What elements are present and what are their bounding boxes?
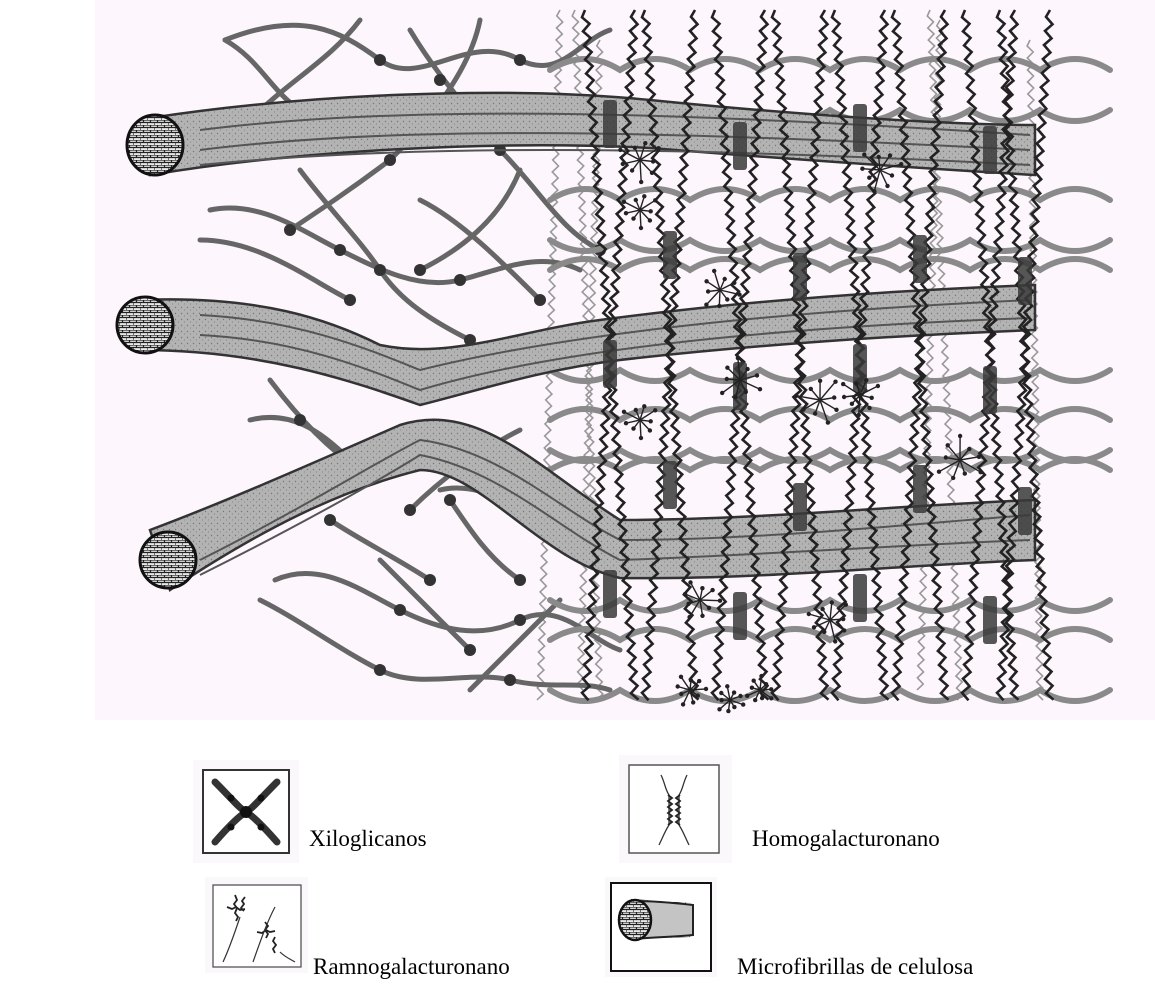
legend-label-xyloglucans: Xiloglicanos bbox=[309, 827, 427, 850]
hg-junction bbox=[733, 122, 747, 170]
xg-node bbox=[464, 644, 476, 656]
hg-junction bbox=[603, 100, 617, 148]
hg-junction bbox=[793, 253, 807, 301]
xg-node bbox=[394, 604, 406, 616]
hg-junction bbox=[603, 340, 617, 388]
hg-junction bbox=[853, 104, 867, 152]
hg-junction bbox=[663, 231, 677, 279]
legend-label-rhamnogalacturonan: Ramnogalacturonano bbox=[313, 955, 510, 978]
xg-node bbox=[444, 494, 456, 506]
legend-label-homogalacturonan: Homogalacturonano bbox=[752, 827, 940, 850]
xg-node bbox=[514, 54, 526, 66]
hg-junction bbox=[733, 362, 747, 410]
xg-node bbox=[374, 54, 386, 66]
xg-node bbox=[414, 264, 426, 276]
xg-node bbox=[374, 664, 386, 676]
xg-node bbox=[324, 514, 336, 526]
hg-junction bbox=[603, 570, 617, 618]
hg-junction bbox=[1018, 487, 1032, 535]
hg-junction bbox=[913, 235, 927, 283]
microfibril-end-top bbox=[127, 115, 183, 175]
xg-node bbox=[504, 674, 516, 686]
hg-junction bbox=[793, 483, 807, 531]
hg-junction bbox=[1018, 257, 1032, 305]
cell-wall-illustration bbox=[0, 0, 1155, 720]
xyloglucan-icon bbox=[193, 760, 299, 863]
xg-node bbox=[334, 244, 346, 256]
xg-node bbox=[344, 294, 356, 306]
hg-junction bbox=[853, 574, 867, 622]
hg-junction bbox=[913, 465, 927, 513]
hg-junction bbox=[983, 596, 997, 644]
xg-node bbox=[384, 154, 396, 166]
rhamnogalacturonan-icon bbox=[205, 877, 308, 973]
xg-node bbox=[454, 274, 466, 286]
xg-node bbox=[534, 294, 546, 306]
xg-node bbox=[284, 224, 296, 236]
hg-junction bbox=[663, 461, 677, 509]
xg-node bbox=[434, 74, 446, 86]
hg-junction bbox=[983, 126, 997, 174]
xg-node bbox=[374, 264, 386, 276]
xg-node bbox=[294, 414, 306, 426]
xg-node bbox=[404, 504, 416, 516]
microfibril-end-middle bbox=[117, 297, 173, 353]
cellulose-microfibril-icon bbox=[605, 877, 717, 977]
homogalacturonan-icon bbox=[619, 755, 732, 863]
xg-node bbox=[514, 614, 526, 626]
xg-node bbox=[514, 574, 526, 586]
legend-label-cellulose-microfibrils: Microfibrillas de celulosa bbox=[737, 955, 973, 978]
hg-junction bbox=[733, 592, 747, 640]
microfibril-end-bottom bbox=[140, 532, 196, 588]
hg-junction bbox=[983, 366, 997, 414]
xg-node bbox=[424, 574, 436, 586]
